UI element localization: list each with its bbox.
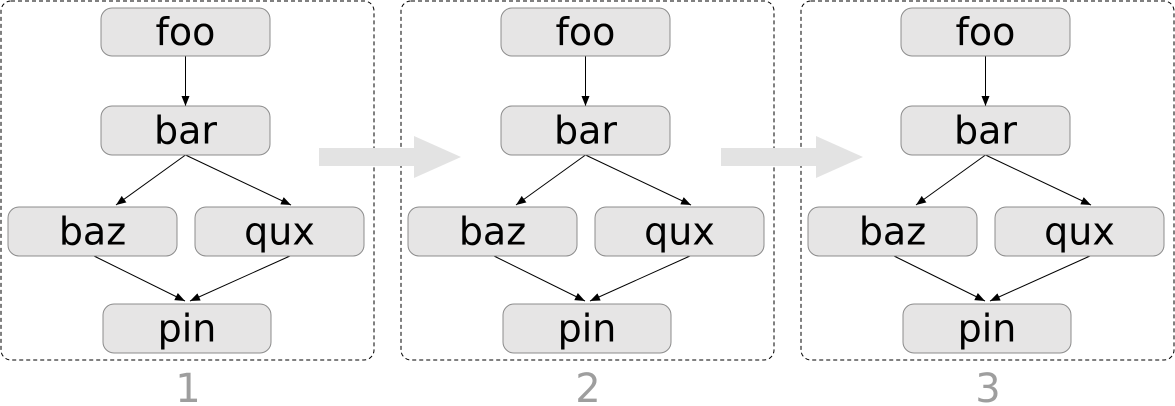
node-label: qux [244,210,315,254]
node-label: bar [154,109,217,153]
node-box [500,7,671,57]
node-baz: baz [7,206,178,257]
panel-caption: 3 [975,366,1000,406]
node-box [7,206,178,257]
node-box [900,105,1071,156]
node-box [902,303,1072,354]
node-box [100,105,271,156]
node-label: qux [644,210,715,254]
transition-arrow-icon [721,136,863,178]
edge-bar-baz [515,154,586,206]
node-qux: qux [194,206,365,257]
panel-caption: 2 [575,366,600,406]
node-baz: baz [807,206,978,257]
node-label: foo [556,10,616,54]
node-bar: bar [100,105,271,156]
edge-bar-qux [185,154,292,206]
node-pin: pin [102,303,272,354]
node-box [900,7,1071,57]
node-box [100,7,271,57]
node-foo: foo [900,7,1071,57]
node-label: bar [954,109,1017,153]
node-label: pin [958,307,1017,351]
node-box [500,105,671,156]
node-pin: pin [502,303,672,354]
transition-arrow-icon [319,136,461,178]
node-box [994,206,1165,257]
edge-bar-baz [915,154,986,206]
node-box [407,206,578,257]
node-foo: foo [500,7,671,57]
edge-qux-pin [589,255,691,302]
node-label: baz [59,210,126,254]
node-box [594,206,765,257]
panel-caption: 1 [175,366,200,406]
edge-bar-qux [585,154,692,206]
panel-frame [800,0,1175,361]
node-label: qux [1044,210,1115,254]
node-label: bar [554,109,617,153]
edge-bar-baz [115,154,186,206]
node-bar: bar [500,105,671,156]
edge-qux-pin [189,255,291,302]
node-label: baz [859,210,926,254]
edge-bar-qux [985,154,1092,206]
edge-baz-pin [93,255,186,302]
edge-baz-pin [493,255,586,302]
node-foo: foo [100,7,271,57]
panel-frame [0,0,375,361]
panel-2: foo bar baz qux pin 2 [400,0,775,406]
node-baz: baz [407,206,578,257]
node-pin: pin [902,303,1072,354]
node-label: foo [956,10,1016,54]
panel-1: foo bar baz qux pin 1 [0,0,375,406]
panel-frame [400,0,775,361]
node-qux: qux [994,206,1165,257]
node-box [102,303,272,354]
node-box [502,303,672,354]
node-bar: bar [900,105,1071,156]
node-label: pin [558,307,617,351]
node-label: foo [156,10,216,54]
panel-3: foo bar baz qux pin 3 [800,0,1175,406]
node-qux: qux [594,206,765,257]
edge-baz-pin [893,255,986,302]
node-box [194,206,365,257]
edge-qux-pin [989,255,1091,302]
transition-arrows [319,136,863,178]
node-box [807,206,978,257]
node-label: pin [158,307,217,351]
node-label: baz [459,210,526,254]
